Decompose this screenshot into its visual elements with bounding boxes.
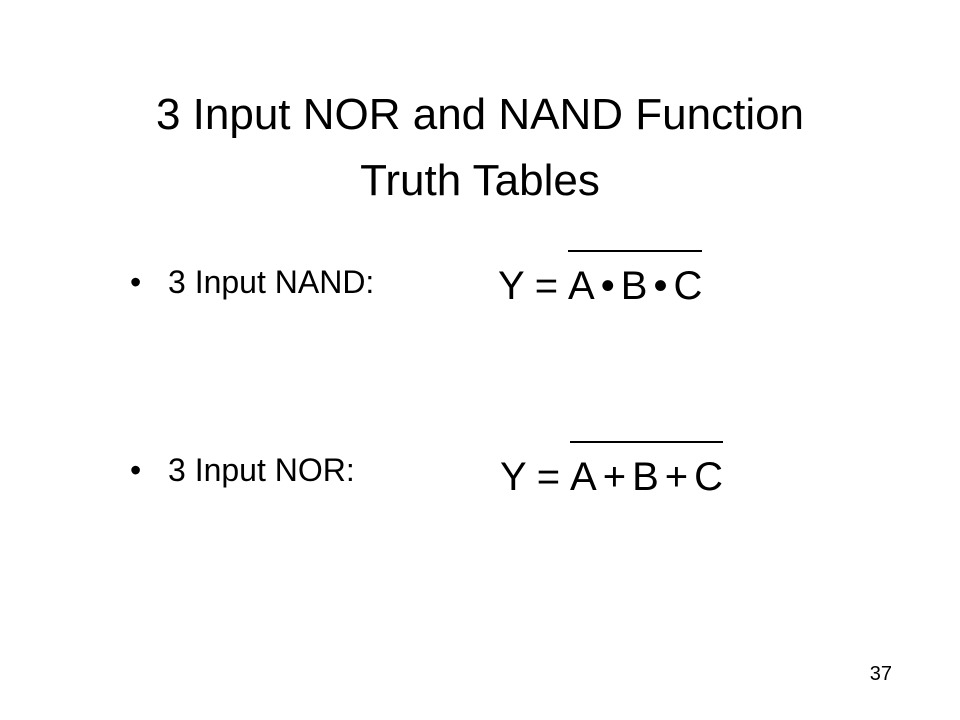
nand-equation: Y=A•B•C xyxy=(498,250,703,310)
nor-equation-output: Y xyxy=(500,455,527,499)
nor-term-c: C xyxy=(694,455,724,499)
bullet-dot: • xyxy=(130,452,142,488)
bullet-nand: • 3 Input NAND: xyxy=(130,262,374,302)
nor-equals-sign: = xyxy=(536,455,561,499)
page-number: 37 xyxy=(869,663,892,685)
nand-term-a: A xyxy=(568,264,595,308)
bullet-nor: • 3 Input NOR: xyxy=(130,450,355,490)
nor-or-operator-2: + xyxy=(664,455,689,499)
bullet-dot: • xyxy=(130,264,142,300)
nand-overbar xyxy=(568,250,703,252)
bullet-nand-label: 3 Input NAND: xyxy=(168,264,375,300)
nor-equation-inverted-expression: A+B+C xyxy=(570,441,724,501)
nand-and-operator-2: • xyxy=(653,264,668,308)
nor-or-operator-1: + xyxy=(602,455,627,499)
nor-overbar xyxy=(570,441,724,443)
nand-equation-output: Y xyxy=(498,264,525,308)
nand-term-b: B xyxy=(620,264,648,308)
nor-term-a: A xyxy=(570,455,597,499)
slide-title: 3 Input NOR and NAND Function Truth Tabl… xyxy=(60,82,900,214)
nor-term-b: B xyxy=(632,455,659,499)
title-line-1: 3 Input NOR and NAND Function xyxy=(155,90,805,139)
nand-equation-inverted-expression: A•B•C xyxy=(568,250,703,310)
nand-equals-sign: = xyxy=(534,264,559,308)
nand-and-operator-1: • xyxy=(600,264,615,308)
bullet-nor-label: 3 Input NOR: xyxy=(168,452,355,488)
nand-term-c: C xyxy=(673,264,703,308)
nor-equation: Y=A+B+C xyxy=(500,441,724,501)
title-line-2: Truth Tables xyxy=(360,156,600,205)
